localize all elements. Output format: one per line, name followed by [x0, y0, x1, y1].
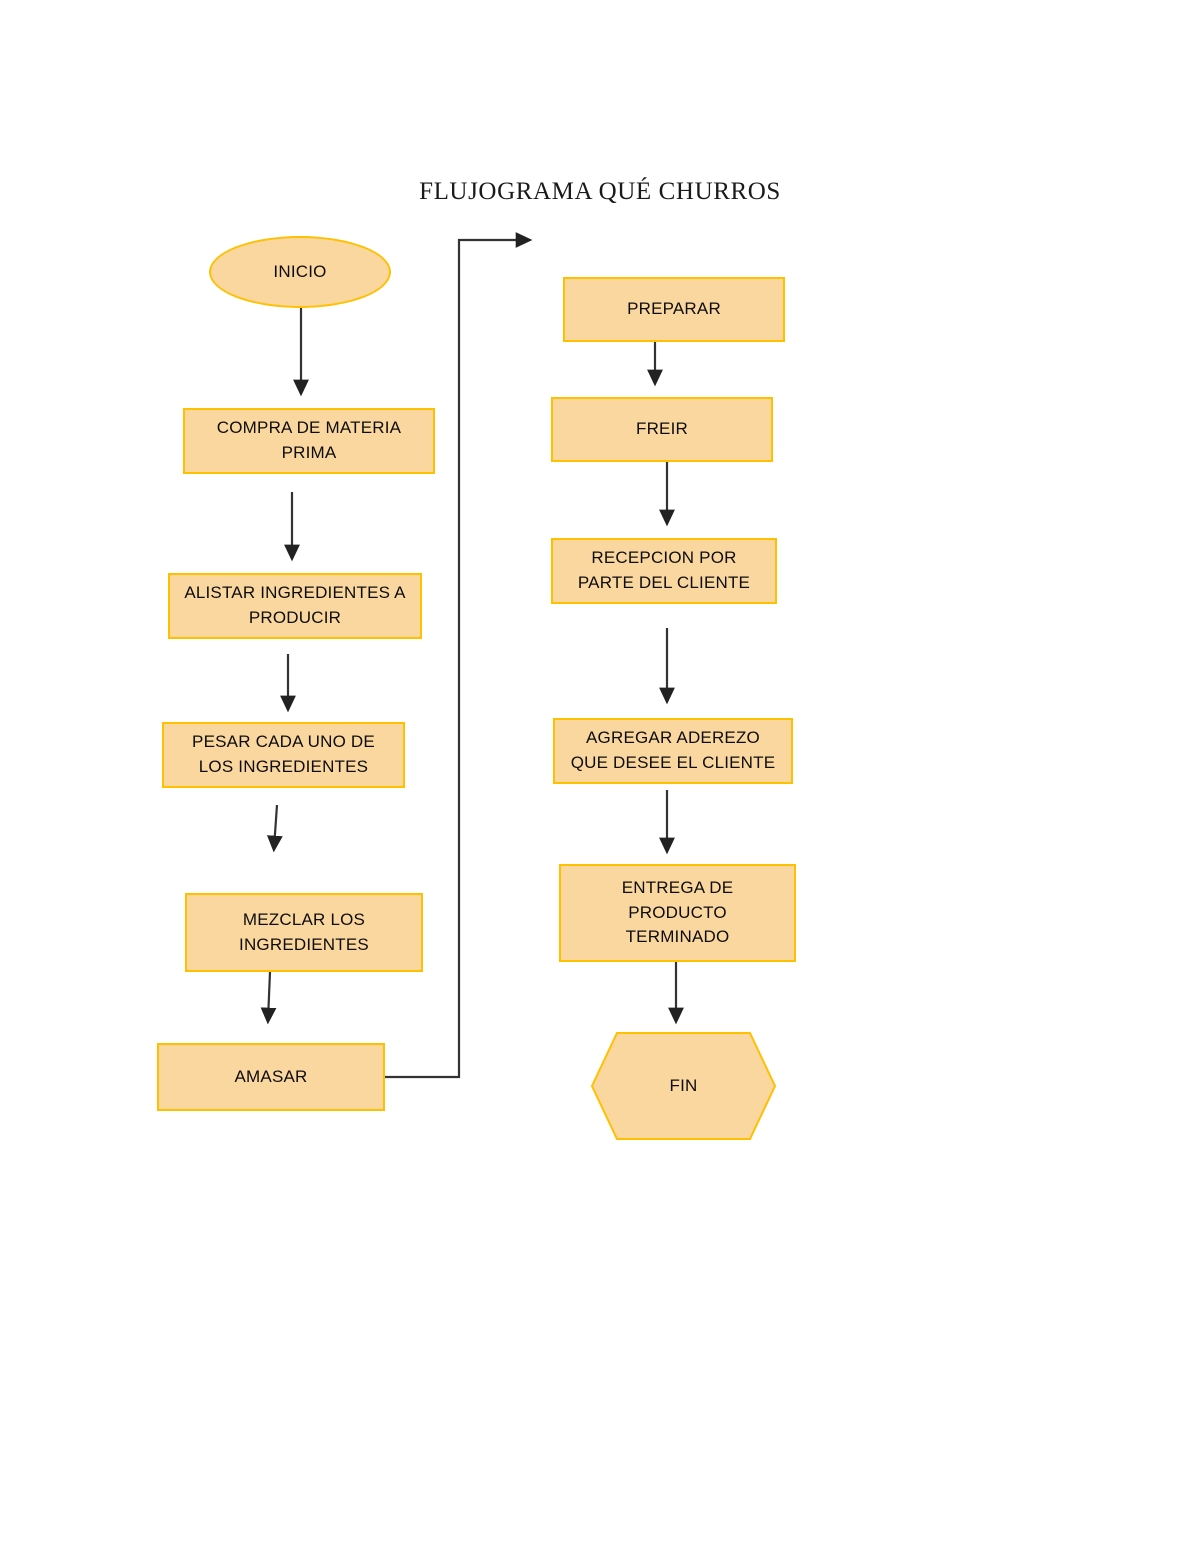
node-fin[interactable]: FIN: [591, 1032, 776, 1140]
node-agregar-aderezo[interactable]: AGREGAR ADEREZO QUE DESEE EL CLIENTE: [553, 718, 793, 784]
node-alistar-ingredientes[interactable]: ALISTAR INGREDIENTES A PRODUCIR: [168, 573, 422, 639]
edge-mezclar-amasar: [260, 971, 277, 1025]
node-inicio-label: INICIO: [273, 261, 327, 281]
node-recepcion-cliente[interactable]: RECEPCION POR PARTE DEL CLIENTE: [551, 538, 777, 604]
node-compra-label: COMPRA DE MATERIA PRIMA: [216, 418, 402, 462]
node-alistar-label: ALISTAR INGREDIENTES A PRODUCIR: [184, 583, 406, 627]
node-amasar[interactable]: AMASAR: [157, 1043, 385, 1111]
node-fin-label: FIN: [669, 1076, 698, 1095]
page-title: FLUJOGRAMA QUÉ CHURROS: [419, 178, 781, 205]
node-amasar-label: AMASAR: [234, 1066, 308, 1086]
node-inicio[interactable]: INICIO: [209, 236, 391, 308]
node-aderezo-label: AGREGAR ADEREZO QUE DESEE EL CLIENTE: [570, 728, 776, 772]
edge-pesar-mezclar: [266, 804, 283, 853]
edge-amasar-preparar: [385, 232, 533, 1079]
node-pesar-ingredientes[interactable]: PESAR CADA UNO DE LOS INGREDIENTES: [162, 722, 405, 788]
node-mezclar-label: MEZCLAR LOS INGREDIENTES: [239, 909, 369, 954]
node-mezclar-ingredientes[interactable]: MEZCLAR LOS INGREDIENTES: [185, 893, 423, 972]
node-preparar[interactable]: PREPARAR: [563, 277, 785, 342]
node-preparar-label: PREPARAR: [627, 299, 721, 319]
hexagon-shape: [591, 1032, 776, 1140]
node-pesar-label: PESAR CADA UNO DE LOS INGREDIENTES: [192, 732, 375, 776]
node-freir-label: FREIR: [636, 419, 688, 439]
node-recepcion-label: RECEPCION POR PARTE DEL CLIENTE: [577, 548, 751, 592]
node-entrega-producto[interactable]: ENTREGA DE PRODUCTO TERMINADO: [559, 864, 796, 962]
node-freir[interactable]: FREIR: [551, 397, 773, 462]
node-compra-materia-prima[interactable]: COMPRA DE MATERIA PRIMA: [183, 408, 435, 474]
node-entrega-label: ENTREGA DE PRODUCTO TERMINADO: [621, 878, 734, 947]
